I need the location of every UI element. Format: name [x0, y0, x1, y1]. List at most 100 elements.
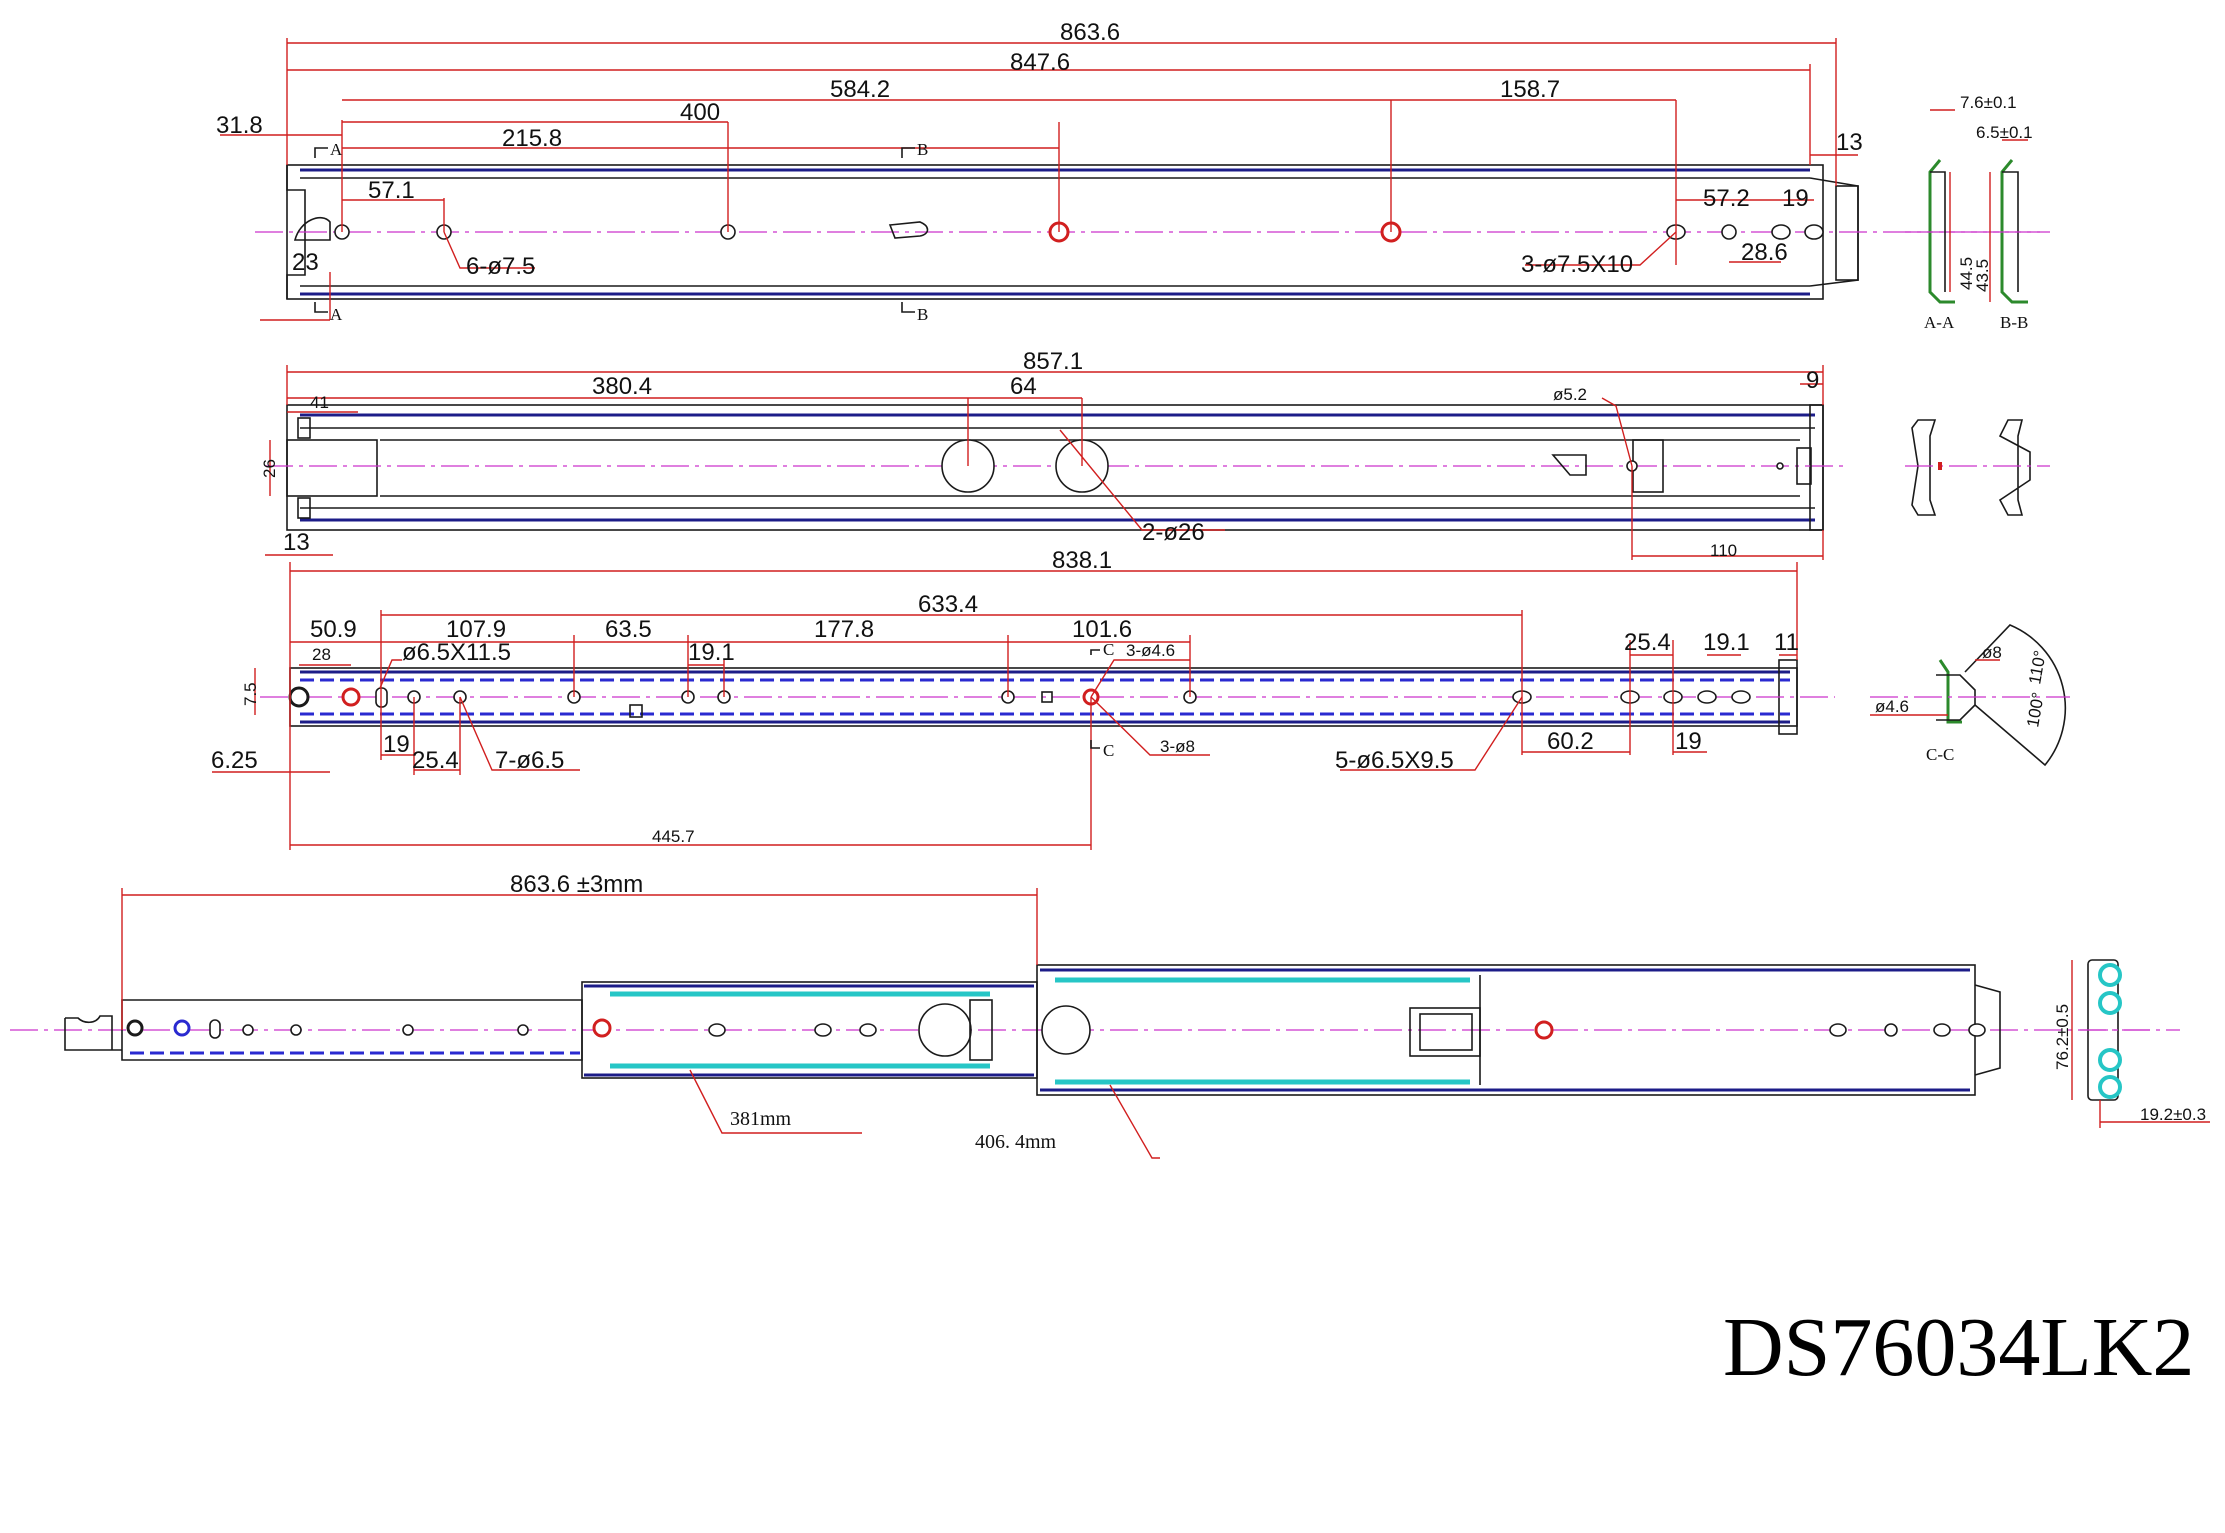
- hole: [341, 687, 361, 707]
- dim-406-4: 406. 4mm: [975, 1131, 1057, 1153]
- dim-41: 41: [310, 393, 329, 412]
- dim-2-26: 2-ø26: [1142, 519, 1205, 546]
- profile-cc: [1938, 659, 1962, 724]
- bearing: [2098, 1048, 2122, 1072]
- dim-31-8: 31.8: [216, 112, 263, 139]
- inner-member-view: 838.1 633.4 50.9 107.9 63.5 177.8 101.6 …: [211, 547, 1835, 850]
- section-view-cc: ø4.6 ø8 100° 110° C-C: [1870, 624, 2070, 767]
- dim-28-6: 28.6: [1741, 239, 1788, 266]
- hole-26: [918, 1003, 972, 1057]
- latch-cutout: [293, 216, 331, 241]
- label-aa: A-A: [1924, 313, 1955, 332]
- dim-19-left: 19: [383, 731, 410, 758]
- bb-height: 43.5: [1973, 259, 1992, 292]
- cc-4-6: ø4.6: [1875, 697, 1909, 716]
- aa-width: 7.6±0.1: [1960, 93, 2017, 112]
- aa-height: 44.5: [1957, 257, 1976, 290]
- section-views-aa-bb: 7.6±0.1 6.5±0.1 44.5 43.5 A-A B-B: [1905, 93, 2050, 332]
- assembly-end-view: 76.2±0.5 19.2±0.3: [2053, 959, 2210, 1128]
- hole: [592, 1018, 612, 1038]
- section-mark-a-top: A: [330, 140, 343, 159]
- inner-member-extended: [64, 999, 583, 1061]
- dim-381: 381mm: [730, 1108, 792, 1130]
- section-mark-c-bottom: C: [1103, 741, 1114, 760]
- dim-3-8: 3-ø8: [1160, 737, 1195, 756]
- dim-height: 76.2±0.5: [2053, 1004, 2072, 1070]
- dim-23: 23: [292, 249, 319, 276]
- dim-19-1-right: 19.1: [1703, 629, 1750, 656]
- drawing-title: DS76034LK2: [1723, 1301, 2194, 1394]
- slot: [814, 1023, 832, 1037]
- bearing: [2098, 963, 2122, 987]
- slot: [1731, 690, 1751, 704]
- dim-177-8: 177.8: [814, 616, 874, 643]
- slot: [1804, 224, 1824, 240]
- dim-13: 13: [1836, 129, 1863, 156]
- cc-8: ø8: [1982, 643, 2002, 662]
- dim-28: 28: [312, 645, 331, 664]
- hole: [1884, 1023, 1898, 1037]
- dim-holes3: 3-ø7.5X10: [1521, 251, 1633, 278]
- section-mark-c-top: C: [1103, 640, 1114, 659]
- dim-857-1: 857.1: [1023, 348, 1083, 375]
- hole: [242, 1024, 254, 1036]
- label-cc: C-C: [1926, 745, 1954, 764]
- dim-107-9: 107.9: [446, 616, 506, 643]
- dim-3-4-6: 3-ø4.6: [1126, 641, 1175, 660]
- dim-25-4-right: 25.4: [1624, 629, 1671, 656]
- profile-bb: [2000, 159, 2028, 304]
- bearing: [2098, 991, 2122, 1015]
- dim-extension: 863.6 ±3mm: [510, 871, 643, 898]
- bb-width: 6.5±0.1: [1976, 123, 2033, 142]
- hole: [1776, 462, 1784, 470]
- dim-7-5: 7.5: [241, 682, 260, 706]
- dim-width: 19.2±0.3: [2140, 1105, 2206, 1124]
- dim-11: 11: [1774, 629, 1799, 656]
- dim-9: 9: [1806, 367, 1819, 394]
- dim-110: 110: [1710, 541, 1737, 560]
- assembly-extended-view: 863.6 ±3mm 381mm 406. 4mm: [10, 871, 2180, 1159]
- dim-slot: ø6.5X11.5: [402, 639, 511, 666]
- intermediate-sections: [1905, 419, 2050, 516]
- dim-19-right: 19: [1675, 728, 1702, 755]
- lock-mechanism: [1409, 1007, 1481, 1057]
- section-mark-a-bottom: A: [330, 305, 343, 324]
- dim-445-7: 445.7: [652, 827, 695, 846]
- dim-380-4: 380.4: [592, 373, 652, 400]
- outer-member-view: 863.6 847.6 31.8 584.2 158.7 400 215.8 1…: [216, 19, 2040, 324]
- slot: [1771, 224, 1791, 240]
- dim-215-8: 215.8: [502, 125, 562, 152]
- hole: [517, 1024, 529, 1036]
- dim-101-6: 101.6: [1072, 616, 1132, 643]
- slot: [1933, 1023, 1951, 1037]
- dim-length: 847.6: [1010, 49, 1070, 76]
- slot: [1697, 690, 1717, 704]
- dim-57-2: 57.2: [1703, 185, 1750, 212]
- hole: [173, 1019, 191, 1037]
- dim-26: 26: [260, 459, 279, 478]
- hole: [1534, 1020, 1554, 1040]
- dim-19-1: 19.1: [688, 639, 735, 666]
- dim-158-7: 158.7: [1500, 76, 1560, 103]
- slot: [209, 1019, 221, 1039]
- slot: [1968, 1023, 1986, 1037]
- hole: [1721, 224, 1737, 240]
- label-bb: B-B: [2000, 313, 2028, 332]
- section-mark-b-bottom: B: [917, 305, 928, 324]
- dim-838-1: 838.1: [1052, 547, 1112, 574]
- dim-holes6: 6-ø7.5: [466, 253, 535, 280]
- bearing: [2098, 1075, 2122, 1099]
- cc-angle-110: 110°: [2025, 649, 2050, 686]
- dim-25-4: 25.4: [412, 747, 459, 774]
- stopper: [1551, 454, 1587, 476]
- dim-13-v2: 13: [283, 529, 310, 556]
- dim-5-2: ø5.2: [1553, 385, 1587, 404]
- dim-400: 400: [680, 99, 720, 126]
- hole-26: [1041, 1005, 1091, 1055]
- dim-5-slots: 5-ø6.5X9.5: [1335, 747, 1454, 774]
- section-mark-b-top: B: [917, 140, 928, 159]
- slot: [859, 1023, 877, 1037]
- dim-6-25: 6.25: [211, 747, 258, 774]
- slot: [708, 1023, 726, 1037]
